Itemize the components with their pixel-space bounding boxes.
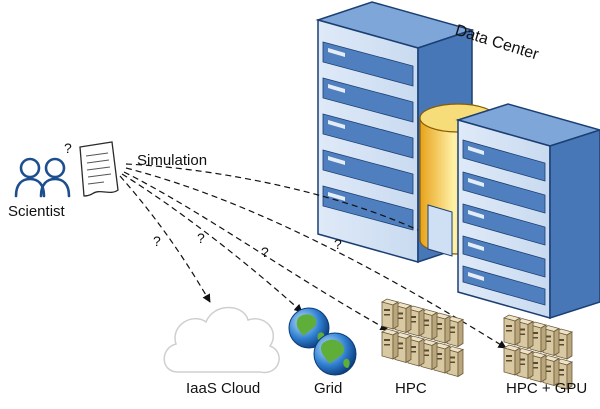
- question-mark: ?: [153, 233, 161, 249]
- scientist-label: Scientist: [8, 203, 65, 220]
- globe-icon: [313, 332, 357, 376]
- hpc-label: HPC: [395, 380, 427, 397]
- simulation-document-icon: [79, 141, 119, 197]
- server-rack-icon: [380, 298, 465, 378]
- data-center-server-front: [455, 103, 600, 320]
- grid-label: Grid: [314, 380, 343, 397]
- question-mark: ?: [261, 244, 269, 260]
- question-mark: ?: [64, 140, 72, 156]
- hpc-gpu-label: HPC + GPU: [506, 380, 588, 397]
- question-mark: ?: [334, 236, 342, 252]
- iaas-cloud-label: IaaS Cloud: [186, 380, 261, 397]
- arrow-to-grid: [121, 173, 303, 313]
- scientists-icon: [14, 157, 71, 198]
- server-rack-icon: [502, 314, 574, 390]
- arrow-to-data-center: [125, 163, 419, 231]
- arrow-to-hpc: [123, 171, 389, 331]
- simulation-label: Simulation: [137, 152, 208, 169]
- arrow-to-iaas-cloud: [119, 175, 211, 303]
- cloud-icon: [163, 306, 280, 374]
- question-mark: ?: [197, 230, 205, 246]
